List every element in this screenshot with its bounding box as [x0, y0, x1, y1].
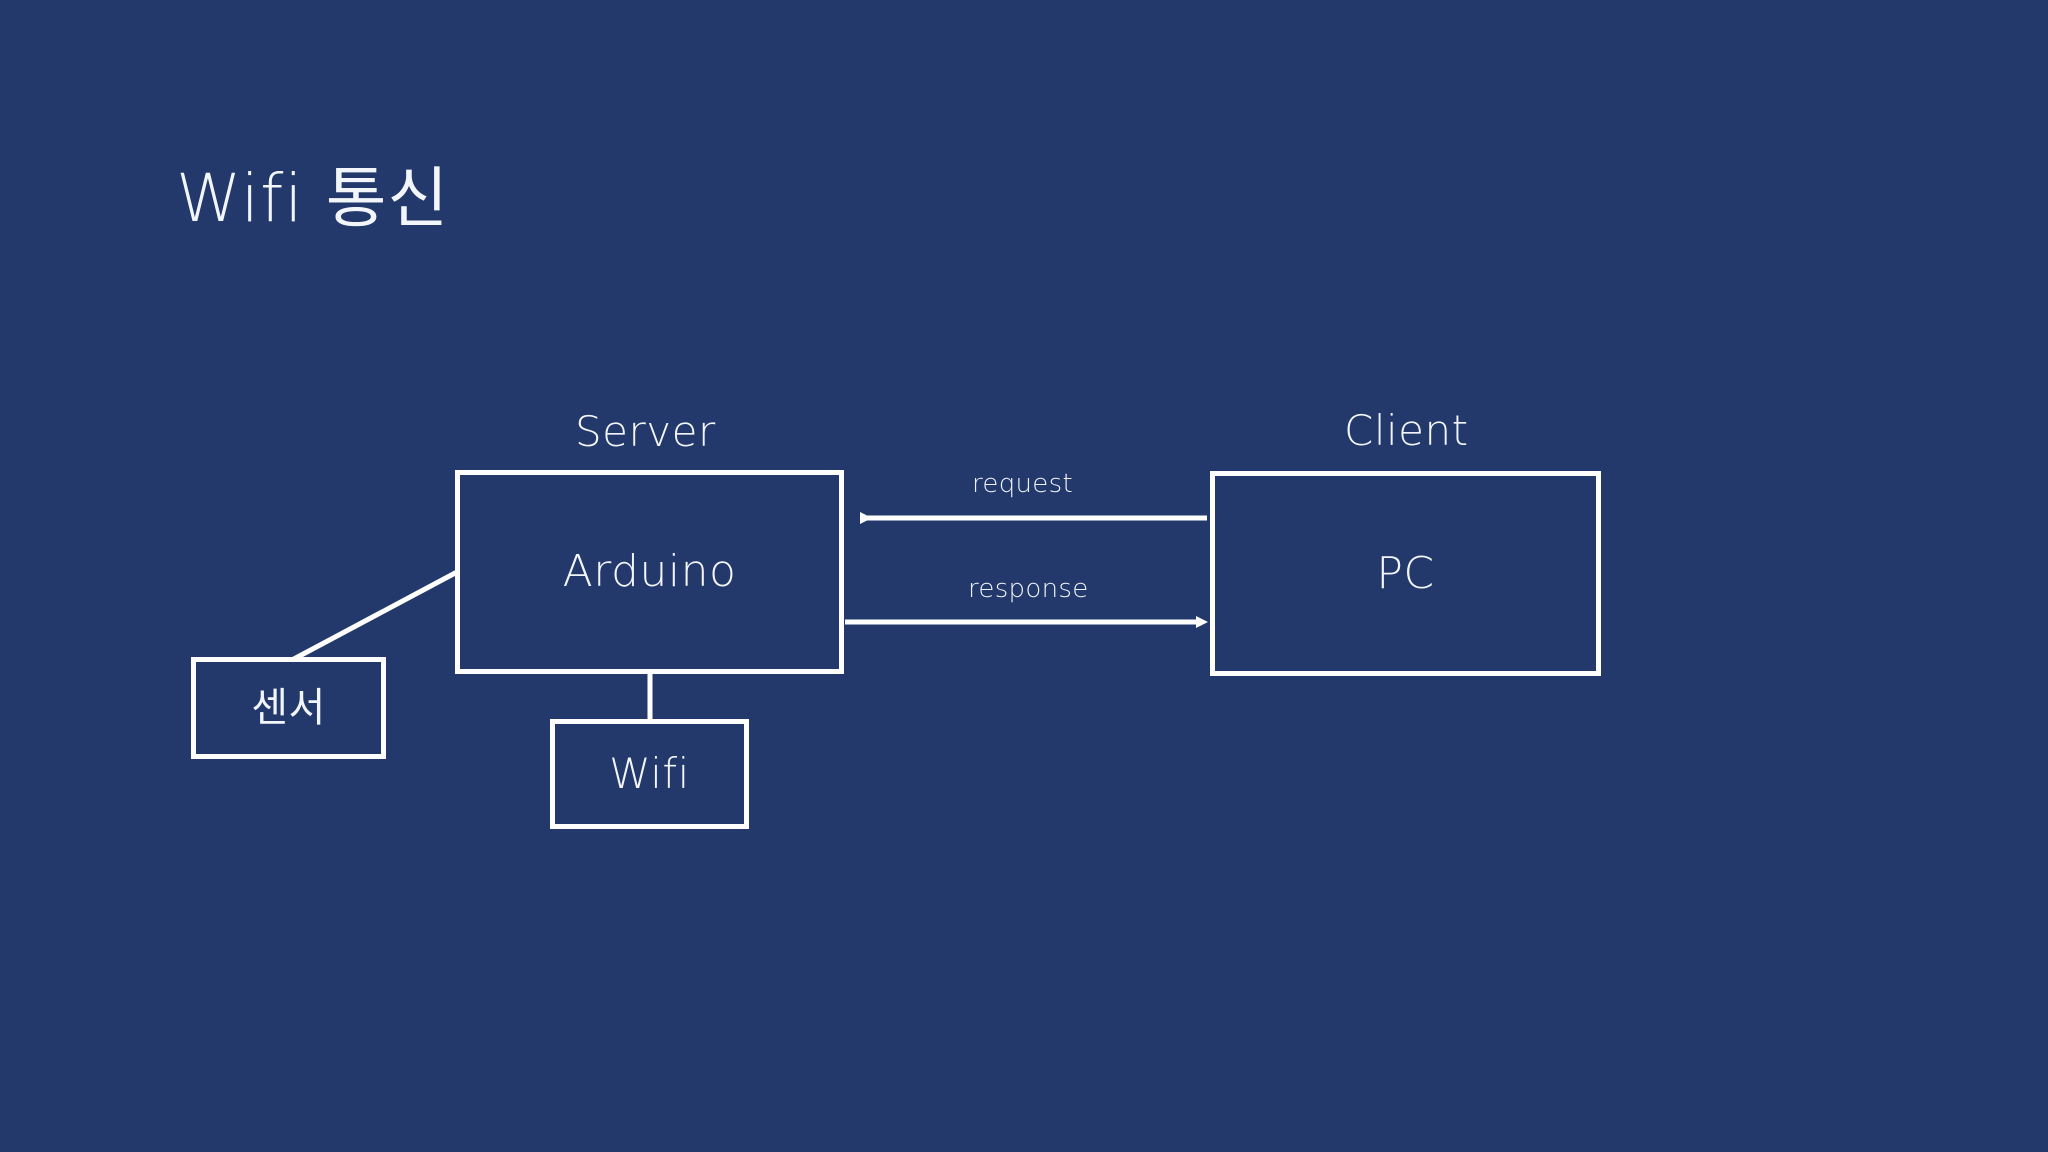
- edge-label-response: response: [968, 574, 1089, 604]
- edge-label-request: request: [972, 469, 1073, 499]
- node-wifi[interactable]: Wifi: [550, 719, 749, 829]
- node-arduino-label: Arduino: [562, 546, 737, 597]
- node-sensor-label: 센서: [251, 685, 326, 731]
- node-pc[interactable]: PC: [1210, 471, 1601, 676]
- node-sensor[interactable]: 센서: [191, 657, 386, 759]
- node-pc-label: PC: [1376, 547, 1435, 599]
- page-title: Wifi 통신: [176, 160, 450, 237]
- node-arduino[interactable]: Arduino: [455, 470, 844, 674]
- connector-sensor-arduino: [290, 569, 459, 663]
- group-caption-client: Client: [1344, 406, 1469, 455]
- group-caption-server: Server: [575, 407, 716, 456]
- node-wifi-label: Wifi: [609, 749, 690, 798]
